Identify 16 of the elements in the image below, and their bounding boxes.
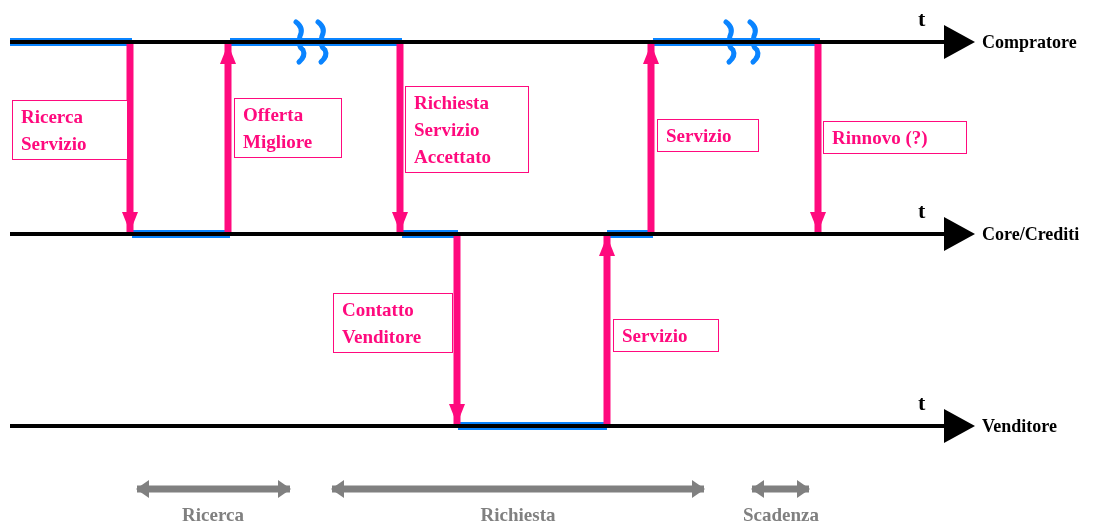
edge-label: Ricerca Servizio — [12, 100, 128, 160]
phase-label: Richiesta — [480, 504, 556, 526]
edge-label: Offerta Migliore — [234, 98, 342, 158]
time-label: t — [918, 392, 926, 414]
edge-label: Rinnovo (?) — [823, 121, 967, 154]
edge-label: Servizio — [613, 319, 719, 352]
lifeline-label: Compratore — [982, 31, 1077, 54]
phase-label: Scadenza — [743, 504, 819, 526]
edge-label: Contatto Venditore — [333, 293, 453, 353]
phase-label: Ricerca — [182, 504, 244, 526]
time-label: t — [918, 8, 926, 30]
lifeline-label: Venditore — [982, 415, 1057, 438]
time-label: t — [918, 200, 926, 222]
edge-label: Richiesta Servizio Accettato — [405, 86, 529, 173]
edge-label: Servizio — [657, 119, 759, 152]
lifeline-label: Core/Crediti — [982, 223, 1080, 246]
